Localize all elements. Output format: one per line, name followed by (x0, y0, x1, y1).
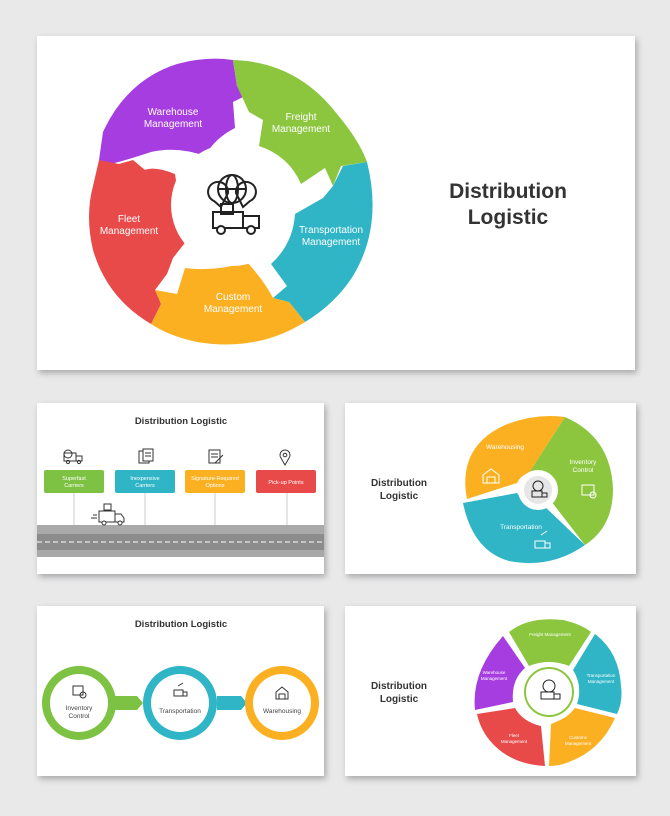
slide4-title: Distribution Logistic (135, 619, 227, 630)
location-pin-icon (279, 449, 291, 467)
label-inventory-line1: Inventory (570, 459, 597, 466)
segment-freight (233, 60, 367, 186)
segment-customs (549, 708, 615, 766)
segment-warehouse (474, 636, 525, 710)
logistics-globe-truck-icon (531, 480, 548, 498)
segment-custom (151, 262, 305, 345)
item-label: Options (206, 483, 225, 489)
item-label: Carriers (135, 483, 155, 489)
segment-inventory-control (529, 417, 613, 545)
label-custom-line1: Custom (216, 292, 250, 303)
box-inexpensive-carriers (115, 470, 175, 493)
segment-transportation (463, 493, 585, 563)
label-warehousing: Warehousing (486, 444, 524, 451)
label-transportation-line1: Transportation (587, 673, 616, 678)
item-label: Carriers (64, 483, 84, 489)
logistics-globe-truck-icon (207, 174, 260, 235)
label-inventory-line2: Control (69, 713, 91, 720)
segment-warehousing (465, 416, 565, 499)
segment-warehouse (99, 58, 253, 164)
road-diagram: Distribution Logistic Superfast Carriers… (37, 416, 324, 557)
label-transportation: Transportation (159, 708, 201, 715)
label-warehouse-line1: Warehouse (483, 670, 506, 675)
label-fleet-line1: Fleet (509, 733, 520, 738)
slide3-title-line1: Distribution (371, 478, 427, 489)
transport-icon (173, 682, 188, 697)
three-segment-ring: Distribution Logistic Warehousing Invent… (371, 416, 613, 563)
box-pickup-points (256, 470, 316, 493)
box-signature-required (185, 470, 245, 493)
main-title-line1: Distribution (449, 180, 567, 203)
warehouse-icon (275, 686, 289, 700)
thumbnail-slide-ring-five[interactable]: Distribution Logistic Freight Management… (345, 606, 636, 776)
label-customs-line1: Customs (569, 735, 588, 740)
inventory-icon (581, 484, 597, 499)
label-transportation-line2: Management (588, 679, 615, 684)
label-transportation-line1: Transportation (299, 225, 363, 236)
label-inventory-line2: Control (573, 467, 595, 474)
item-label: Pick-up Points (268, 480, 303, 486)
label-transportation: Transportation (500, 524, 542, 531)
transport-icon (534, 530, 551, 549)
warehouse-icon (482, 468, 500, 484)
logistics-globe-truck-icon (540, 679, 561, 700)
label-freight-line1: Freight (285, 112, 316, 123)
label-fleet-line2: Management (100, 226, 159, 237)
segment-freight (509, 619, 591, 666)
label-custom-line2: Management (204, 304, 263, 315)
label-warehouse-line2: Management (481, 676, 508, 681)
inventory-icon (72, 685, 87, 699)
main-title-line2: Logistic (468, 206, 549, 229)
slide5-title-line2: Logistic (380, 694, 419, 705)
box-superfast-carriers (44, 470, 104, 493)
label-fleet-line1: Fleet (118, 214, 140, 225)
money-document-icon (138, 448, 154, 464)
item-label: Superfast (62, 476, 86, 482)
item-label: Signature-Required (191, 476, 239, 482)
cycle-diagram: Warehouse Management Freight Management … (89, 58, 567, 345)
thumbnail-slide-ring-three[interactable]: Distribution Logistic Warehousing Invent… (345, 403, 636, 574)
segment-fleet (477, 708, 545, 766)
label-fleet-line2: Management (501, 739, 528, 744)
slide3-title-line2: Logistic (380, 491, 419, 502)
segment-transportation (271, 162, 373, 322)
label-freight: Freight Management (529, 632, 571, 637)
item-label: Inexpensive (130, 476, 159, 482)
thumbnail-slide-road[interactable]: Distribution Logistic Superfast Carriers… (37, 403, 324, 574)
thumbnail-slide-three-circles[interactable]: Distribution Logistic Inventory Control … (37, 606, 324, 776)
segment-fleet (89, 160, 195, 324)
label-inventory-line1: Inventory (66, 705, 93, 712)
slide5-title-line1: Distribution (371, 681, 427, 692)
signature-document-icon (208, 449, 224, 464)
label-warehouse-line2: Management (144, 119, 203, 130)
main-slide-preview[interactable]: Warehouse Management Freight Management … (37, 36, 635, 370)
segment-transportation (573, 634, 622, 714)
delivery-truck-icon (91, 503, 125, 526)
slide2-title: Distribution Logistic (135, 416, 227, 427)
label-transportation-line2: Management (302, 237, 361, 248)
label-customs-line2: Management (565, 741, 592, 746)
truck-speed-icon (63, 449, 83, 465)
label-freight-line2: Management (272, 124, 331, 135)
label-warehousing: Warehousing (263, 708, 301, 715)
five-segment-ring: Distribution Logistic Freight Management… (371, 619, 622, 766)
three-circles-diagram: Distribution Logistic Inventory Control … (42, 619, 319, 740)
label-warehouse-line1: Warehouse (148, 107, 199, 118)
